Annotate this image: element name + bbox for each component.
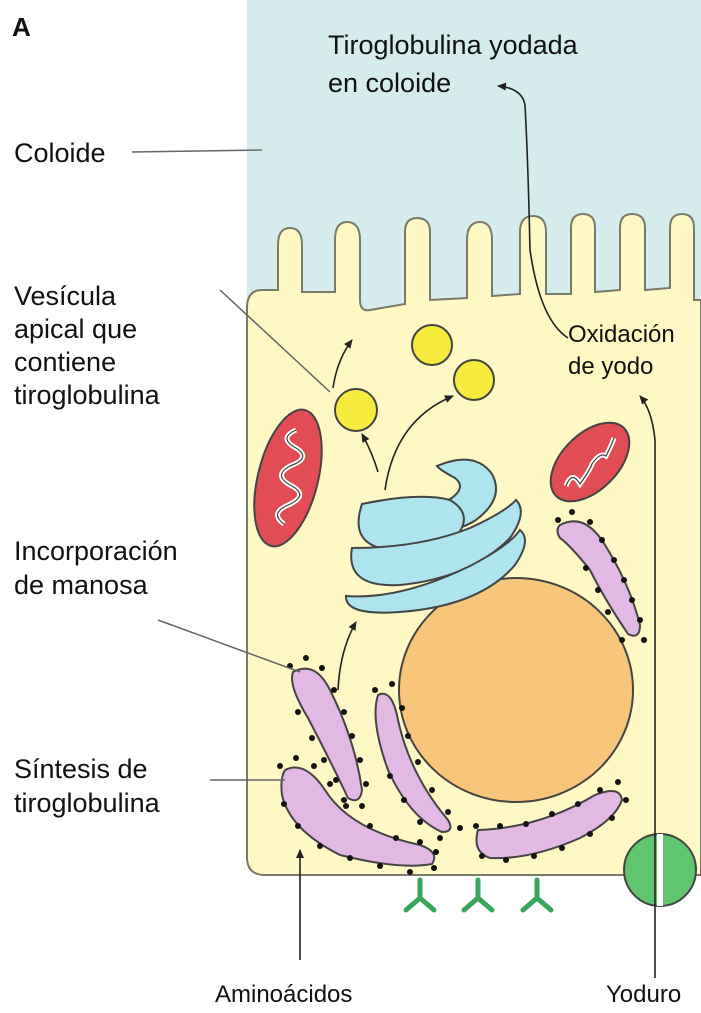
ribosome-dot [457, 825, 463, 831]
ribosome-dot [637, 617, 643, 623]
ribosome-dot [615, 779, 621, 785]
ribosome-dot [575, 801, 581, 807]
ribosome-dot [549, 811, 555, 817]
ribosome-dot [311, 763, 317, 769]
nucleus [399, 578, 633, 802]
ribosome-dot [473, 823, 479, 829]
panel-letter: A [12, 12, 31, 42]
ribosome-dot [497, 823, 503, 829]
ribosome-dot [333, 777, 339, 783]
ribosome-dot [597, 787, 603, 793]
ribosome-dot [415, 759, 421, 765]
ribosome-dot [321, 757, 327, 763]
ribosome-dot [583, 565, 589, 571]
ribosome-dot [417, 839, 423, 845]
ribosome-dot [399, 705, 405, 711]
colloid-label: Coloide [14, 138, 106, 168]
ribosome-dot [429, 787, 435, 793]
ribosome-dot [569, 509, 575, 515]
ribosome-dot [401, 797, 407, 803]
ribosome-dot [281, 801, 287, 807]
ribosome-dot [293, 755, 299, 761]
ribosome-dot [389, 681, 395, 687]
ribosome-dot [343, 803, 349, 809]
basal-receptors [406, 880, 551, 910]
ribosome-dot [393, 835, 399, 841]
tg-synthesis-label-line2: tiroglobulina [14, 788, 161, 818]
ribosome-dot [387, 773, 393, 779]
ribosome-dot [523, 821, 529, 827]
ribosome-dot [327, 781, 333, 787]
ribosome-dot [531, 853, 537, 859]
ribosome-dot [417, 819, 423, 825]
ribosome-dot [357, 757, 363, 763]
apical-vesicle-label-line3: contiene [14, 347, 116, 377]
ribosome-dot [319, 665, 325, 671]
ribosome-dot [309, 735, 315, 741]
ribosome-dot [359, 803, 365, 809]
ribosome-dot [605, 609, 611, 615]
ribosome-dot [341, 797, 347, 803]
ribosome-dot [619, 637, 625, 643]
iodine-oxidation-label-line2: de yodo [568, 353, 653, 380]
ribosome-dot [595, 587, 601, 593]
iodide-label: Yoduro [606, 981, 681, 1008]
ribosome-dot [295, 709, 301, 715]
ribosome-dot [341, 709, 347, 715]
apical-vesicle-label-line1: Vesícula [14, 281, 117, 311]
iodinated-tg-label-line1: Tiroglobulina yodada [328, 30, 579, 60]
iodine-oxidation-label-line1: Oxidación [568, 321, 675, 348]
iodide-transporter [624, 834, 696, 906]
ribosome-dot [317, 843, 323, 849]
amino-acids-label: Aminoácidos [215, 981, 352, 1008]
apical-vesicle-label-line2: apical que [14, 314, 137, 344]
ribosome-dot [503, 857, 509, 863]
ribosome-dot [623, 797, 629, 803]
ribosome-dot [611, 557, 617, 563]
iodinated-tg-label-line2: en coloide [328, 68, 451, 98]
ribosome-dot [363, 781, 369, 787]
ribosome-dot [331, 687, 337, 693]
ribosome-dot [372, 687, 378, 693]
ribosome-dot [599, 537, 605, 543]
ribosome-dot [295, 823, 301, 829]
apical-vesicle-label-line4: tiroglobulina [14, 380, 161, 410]
ribosome-dot [641, 637, 647, 643]
ribosome-dot [587, 519, 593, 525]
ribosome-dot [587, 831, 593, 837]
tg-synthesis-label-line1: Síntesis de [14, 754, 148, 784]
ribosome-dot [437, 835, 443, 841]
ribosome-dot [407, 869, 413, 875]
mannose-label-line2: de manosa [14, 570, 149, 600]
ribosome-dot [349, 733, 355, 739]
ribosome-dot [367, 823, 373, 829]
ribosome-dot [559, 845, 565, 851]
ribosome-dot [479, 853, 485, 859]
ribosome-dot [303, 655, 309, 661]
ribosome-dot [629, 597, 635, 603]
mannose-label-line1: Incorporación [14, 536, 178, 566]
ribosome-dot [445, 809, 451, 815]
ribosome-dot [377, 863, 383, 869]
ribosome-dot [433, 849, 439, 855]
ribosome-dot [431, 865, 437, 871]
ribosome-dot [621, 577, 627, 583]
ribosome-dot [609, 815, 615, 821]
ribosome-dot [277, 763, 283, 769]
ribosome-dot [555, 517, 561, 523]
ribosome-dot [405, 733, 411, 739]
ribosome-dot [347, 855, 353, 861]
colloid-leader [132, 150, 262, 152]
